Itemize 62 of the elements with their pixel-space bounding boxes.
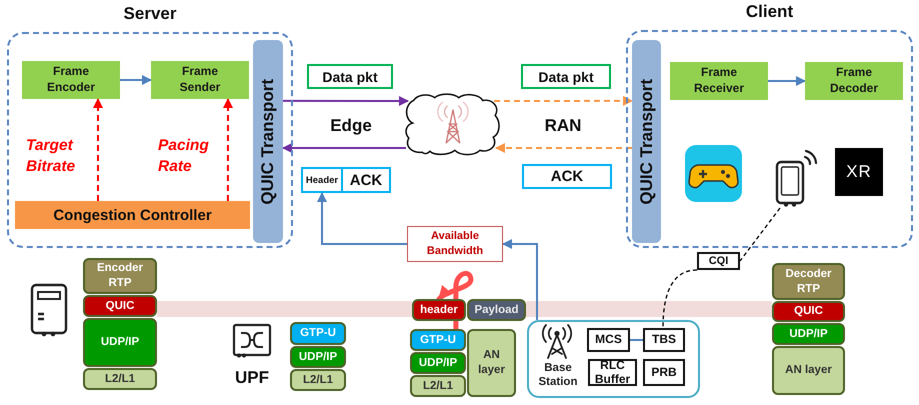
smartphone-icon	[775, 150, 817, 208]
parameter-box: TBS	[643, 328, 685, 352]
arrow	[317, 192, 407, 245]
packet-box: Data pkt	[521, 64, 611, 89]
process-box: Frame Receiver	[670, 62, 768, 100]
xr-label: XR	[835, 148, 883, 196]
protocol-layer: GTP-U	[290, 322, 346, 345]
connector-line	[630, 339, 643, 341]
arrow	[282, 143, 406, 153]
note-box: Available Bandwidth	[407, 226, 503, 262]
protocol-layer: Payload	[467, 299, 526, 321]
edge-label: Target Bitrate	[26, 136, 76, 177]
process-box: Frame Sender	[151, 61, 249, 99]
packet-box: ACK	[522, 164, 612, 189]
network-cloud	[403, 92, 501, 156]
protocol-layer: UDP/IP	[772, 323, 845, 345]
protocol-layer: AN layer	[772, 346, 845, 395]
panel-title: Client	[746, 2, 794, 22]
protocol-layer: Decoder RTP	[772, 263, 845, 300]
packet-box: Data pkt	[307, 64, 393, 89]
link-label: RAN	[544, 115, 582, 137]
base-station-panel	[527, 320, 700, 398]
protocol-layer: QUIC	[83, 295, 157, 317]
process-box: Frame Decoder	[805, 62, 903, 100]
dashed-connector-line	[662, 269, 698, 328]
signal-box: CQI	[697, 252, 740, 270]
arrow	[768, 76, 806, 86]
parameter-box: MCS	[587, 328, 630, 352]
process-box: Frame Encoder	[22, 61, 120, 99]
protocol-layer: UDP/IP	[290, 346, 346, 368]
dashed-arrow	[223, 98, 233, 201]
header-label: Header	[303, 169, 343, 191]
ack-label: ACK	[348, 170, 384, 190]
protocol-layer: UDP/IP	[83, 318, 157, 367]
protocol-layer: Encoder RTP	[83, 258, 157, 294]
protocol-layer: L2/L1	[290, 369, 346, 391]
protocol-layer: GTP-U	[410, 329, 466, 351]
arrow	[502, 239, 538, 320]
protocol-layer: L2/L1	[83, 368, 157, 390]
arrow	[120, 75, 152, 85]
dashed-arrow	[494, 96, 633, 106]
dashed-connector-line	[739, 208, 781, 262]
dashed-arrow	[495, 143, 632, 153]
parameter-box: RLC Buffer	[588, 359, 637, 386]
protocol-layer: QUIC	[772, 301, 845, 322]
protocol-layer: UDP/IP	[410, 352, 466, 374]
protocol-layer: L2/L1	[410, 375, 466, 397]
controller-bar: Congestion Controller	[15, 201, 250, 229]
tunnel-pipe	[526, 301, 772, 317]
protocol-layer: AN layer	[467, 329, 516, 397]
arrow	[283, 96, 409, 106]
network-function-label: UPF	[234, 367, 270, 389]
transport-bar: QUIC Transport	[253, 40, 283, 243]
link-label: Edge	[329, 115, 373, 137]
dashed-arrow	[93, 98, 103, 201]
transport-bar: QUIC Transport	[632, 40, 661, 243]
protocol-layer: header	[412, 299, 466, 321]
packet-frame	[301, 167, 391, 193]
panel-title: Server	[124, 4, 176, 24]
station-label: Base Station	[538, 361, 578, 390]
edge-label: Pacing Rate	[158, 136, 210, 177]
parameter-box: PRB	[643, 359, 685, 386]
